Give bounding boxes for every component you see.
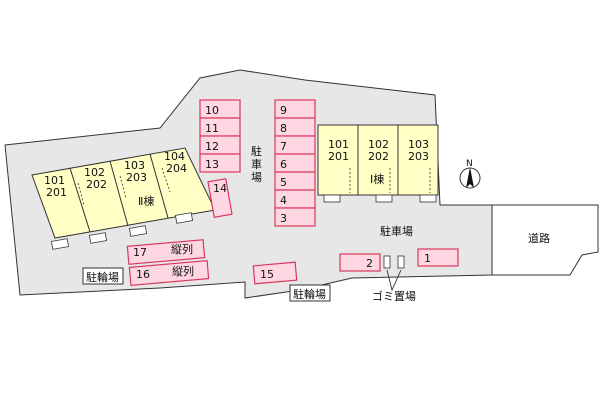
building-1-body xyxy=(317,124,439,196)
parking-number-7: 7 xyxy=(280,140,287,153)
b2-unit-102: 102 xyxy=(84,166,105,179)
building-1: 101 201 102 202 103 203 Ⅰ棟 xyxy=(317,124,439,203)
building-1-name: Ⅰ棟 xyxy=(370,172,384,186)
parking-space-13 xyxy=(199,153,241,173)
tandem-label-17: 縦列 xyxy=(171,242,193,256)
parking-space-1: 1 xyxy=(417,248,459,267)
parking-number-8: 8 xyxy=(280,122,287,135)
parking-label-vertical-3: 場 xyxy=(251,171,262,184)
parking-number-1: 1 xyxy=(424,252,431,265)
parking-label-main: 駐車場 xyxy=(380,224,413,238)
garbage-label: ゴミ置場 xyxy=(372,289,416,303)
parking-number-3: 3 xyxy=(280,212,287,225)
parking-column-right: 9 8 7 6 5 4 3 xyxy=(274,99,316,227)
parking-number-14: 14 xyxy=(213,182,227,195)
parking-space-3 xyxy=(274,207,316,227)
b2-unit-103: 103 xyxy=(124,159,145,172)
parking-number-12: 12 xyxy=(205,140,219,153)
parking-number-6: 6 xyxy=(280,158,287,171)
parking-space-15: 15 xyxy=(252,261,298,285)
b1-unit-203: 203 xyxy=(408,150,429,163)
parking-number-11: 11 xyxy=(205,122,219,135)
road-area xyxy=(491,204,599,276)
parking-number-5: 5 xyxy=(280,176,287,189)
b2-unit-202: 202 xyxy=(86,178,107,191)
bicycle-parking-box-left xyxy=(82,267,124,285)
parking-space-2: 2 xyxy=(339,253,381,272)
b1-unit-103: 103 xyxy=(408,138,429,151)
building-2: 101 201 102 202 103 203 104 204 Ⅱ棟 xyxy=(31,147,216,250)
garbage-post-right xyxy=(397,255,405,269)
parking-number-2: 2 xyxy=(366,257,373,270)
parking-space-16: 16 縦列 xyxy=(128,259,210,287)
garbage-pointer xyxy=(386,269,402,292)
north-label: N xyxy=(466,159,473,169)
parking-column-left: 10 11 12 13 xyxy=(199,99,241,173)
b2-unit-204: 204 xyxy=(166,162,187,175)
b2-unit-203: 203 xyxy=(126,171,147,184)
bicycle-parking-box-right xyxy=(289,284,331,302)
building-2-name: Ⅱ棟 xyxy=(138,194,154,208)
garbage-post-left xyxy=(383,255,391,269)
b1-unit-201: 201 xyxy=(328,150,349,163)
parking-number-13: 13 xyxy=(205,158,219,171)
b2-unit-201: 201 xyxy=(46,186,67,199)
parking-number-15: 15 xyxy=(260,268,274,281)
parking-number-4: 4 xyxy=(280,194,287,207)
b2-unit-101: 101 xyxy=(44,174,65,187)
parking-label-vertical-1: 駐 xyxy=(251,144,262,158)
road-label: 道路 xyxy=(528,231,550,245)
parking-number-10: 10 xyxy=(205,104,219,117)
b1-unit-102: 102 xyxy=(368,138,389,151)
bicycle-parking-label-right: 駐輪場 xyxy=(293,287,326,301)
parking-number-17: 17 xyxy=(133,246,147,259)
north-arrow: N xyxy=(459,159,481,189)
north-arrow-icon xyxy=(466,167,474,188)
b2-unit-104: 104 xyxy=(164,150,185,163)
tandem-label-16: 縦列 xyxy=(172,264,194,278)
parking-number-16: 16 xyxy=(136,268,150,281)
b1-unit-101: 101 xyxy=(328,138,349,151)
bicycle-parking-label-left: 駐輪場 xyxy=(86,270,119,284)
parking-number-9: 9 xyxy=(280,104,287,117)
parking-space-17: 17 縦列 xyxy=(126,239,206,265)
parking-label-vertical-2: 車 xyxy=(251,157,262,171)
parking-space-14: 14 xyxy=(207,178,233,218)
b1-unit-202: 202 xyxy=(368,150,389,163)
